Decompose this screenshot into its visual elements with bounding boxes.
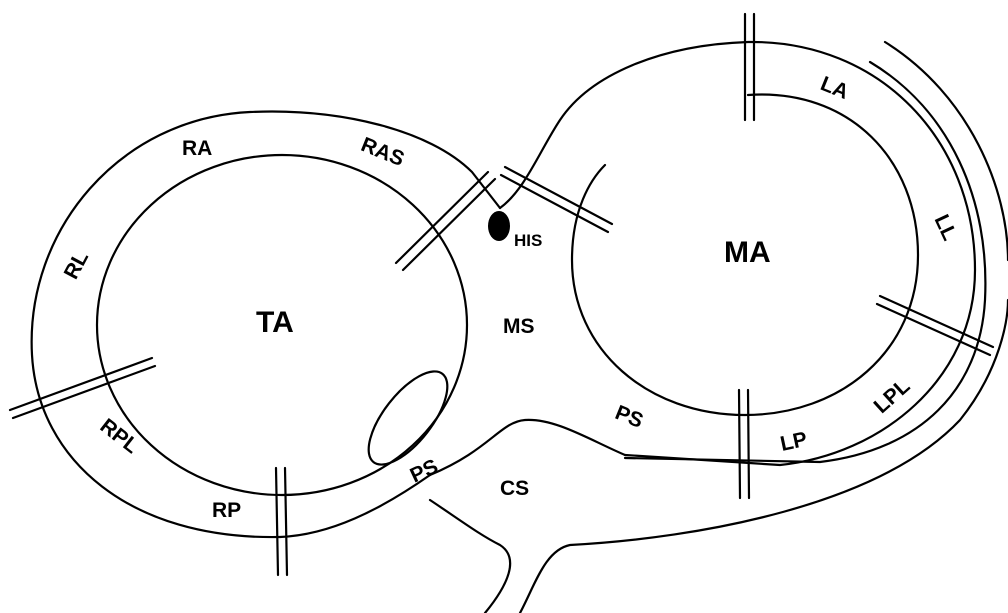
label-lp: LP: [778, 428, 809, 456]
label-ras: RAS: [358, 133, 408, 171]
label-ps-right: PS: [407, 455, 442, 488]
divider-rl-rpl: [8, 356, 157, 420]
divider-lp-ps: [737, 388, 751, 500]
label-ms: MS: [503, 315, 535, 338]
divider-la-top: [743, 12, 756, 122]
coronary-sinus-outer-wall: [518, 298, 1008, 613]
divider-rp-ps: [274, 466, 289, 577]
label-ra: RA: [182, 137, 212, 160]
tricuspid-inner-ring: [95, 153, 469, 497]
great-cardiac-vein-inner: [623, 60, 987, 464]
divider-ll-lpl: [875, 294, 995, 357]
tricuspid-outer-ring: [30, 110, 502, 539]
mitral-inner-ring: [570, 93, 920, 417]
label-la: LA: [817, 72, 852, 104]
label-ta: TA: [256, 306, 294, 339]
label-rpl: RPL: [96, 414, 143, 458]
coronary-sinus-lower-wall: [428, 498, 512, 613]
label-rl: RL: [60, 247, 94, 283]
divider-his-ma: [499, 165, 614, 234]
mitral-outer-ring: [498, 40, 977, 467]
label-ps-left: PS: [612, 401, 647, 433]
cs-ostium-ellipse: [367, 370, 449, 466]
label-rp: RP: [212, 499, 241, 522]
label-cs: CS: [500, 477, 529, 500]
his-bundle-dot: [488, 211, 510, 241]
coronary-sinus-upper-wall: [428, 418, 627, 477]
great-cardiac-vein-outer: [883, 40, 1008, 262]
divider-ras-ms: [394, 170, 497, 272]
label-ll: LL: [930, 211, 962, 244]
label-ma: MA: [724, 236, 771, 269]
label-his: HIS: [514, 231, 542, 250]
